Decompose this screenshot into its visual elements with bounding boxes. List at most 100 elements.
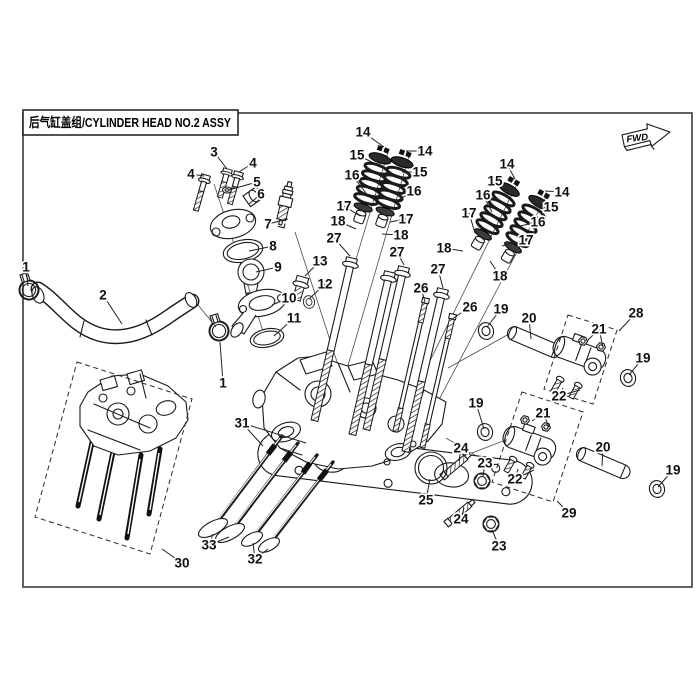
callout-16: 16 [530,215,546,230]
leader-line [458,447,462,462]
leader-line [528,317,532,340]
callout-3: 3 [210,145,218,160]
callout-4: 4 [249,156,257,171]
leader-line [628,357,644,376]
callout-10: 10 [281,291,296,306]
callout-14: 14 [554,185,570,200]
callout-14: 14 [355,125,371,140]
leader-line [556,500,570,514]
callout-16: 16 [406,184,422,199]
callout-29: 29 [561,506,576,521]
leader-line [356,154,377,165]
leader-line [519,221,539,227]
thermostat-cover-6 [209,186,265,240]
callout-27: 27 [430,262,445,277]
callout-7: 7 [264,217,272,232]
leader-line [248,245,274,252]
thermostat-housing-10 [230,288,287,338]
callout-1: 1 [22,260,30,275]
leader-line [437,268,444,289]
leader-line [228,181,258,191]
callout-24: 24 [453,441,469,456]
callout-13: 13 [312,254,328,269]
callout-17: 17 [518,233,533,248]
callout-17: 17 [461,206,476,221]
callout-18: 18 [330,214,346,229]
head-assembly-30 [75,369,189,541]
callout-18: 18 [436,241,452,256]
callout-25: 25 [418,493,434,508]
leader-line [219,341,224,384]
leader-line [531,412,544,422]
leader-line [514,469,535,480]
leader-line [443,247,464,252]
dashed-box-29 [491,391,584,503]
o-ring-11 [249,327,285,349]
washer-19c [475,421,495,443]
leader-line [544,190,563,193]
diagram-title: 后气缸盖组/CYLINDER HEAD NO.2 ASSY [29,115,231,130]
dashed-box-30 [34,361,193,555]
callout-27: 27 [326,231,341,246]
callout-12: 12 [317,277,332,292]
callout-1: 1 [219,376,227,391]
callout-24: 24 [453,512,469,527]
o-ring-25 [414,451,448,485]
spring-stack-4 [493,184,557,269]
leader-line [486,308,502,328]
callout-22: 22 [507,472,522,487]
leader-line [618,312,637,332]
leader-line [25,266,29,287]
leader-line [238,162,254,173]
leader-line [333,237,351,257]
callout-19: 19 [468,396,483,411]
washer-5 [221,186,233,194]
nut-21c [519,414,531,426]
callout-15: 15 [412,165,428,180]
leader-line [460,507,465,520]
callout-18: 18 [393,228,409,243]
leader-line [254,548,269,560]
callout-5: 5 [253,175,261,190]
callout-32: 32 [247,552,262,567]
hose-clamp-1b [203,310,232,344]
callout-21: 21 [591,322,607,337]
drawing-frame [22,112,693,588]
callout-16: 16 [475,188,491,203]
leader-line [397,190,415,201]
callout-15: 15 [349,148,365,163]
leader-line [558,389,581,397]
o-ring-8 [222,238,264,264]
title-box: 后气缸盖组/CYLINDER HEAD NO.2 ASSY [22,109,239,136]
callout-19: 19 [665,463,680,478]
leader-line [343,205,361,217]
callout-9: 9 [274,260,282,275]
leader-line [468,212,476,234]
callout-6: 6 [257,187,265,202]
callout-27: 27 [389,245,404,260]
leader-line [362,131,385,148]
leader-line [451,306,471,320]
leader-line [255,266,279,273]
callout-14: 14 [499,157,515,172]
callout-15: 15 [543,200,559,215]
washer-19b [618,367,638,389]
leader-line [601,446,604,467]
leader-line [586,328,600,342]
callout-26: 26 [413,281,429,296]
callout-26: 26 [462,300,478,315]
callout-14: 14 [417,144,433,159]
callout-16: 16 [344,168,360,183]
callout-18: 18 [492,269,508,284]
callout-8: 8 [269,239,277,254]
leader-line [161,548,183,564]
leader-line [208,533,214,546]
callout-19: 19 [493,302,508,317]
leader-line [337,220,357,230]
leader-line [491,529,500,547]
leader-line [208,536,230,546]
leader-line [396,251,405,266]
leader-line [351,174,367,194]
leader-line [241,422,264,447]
